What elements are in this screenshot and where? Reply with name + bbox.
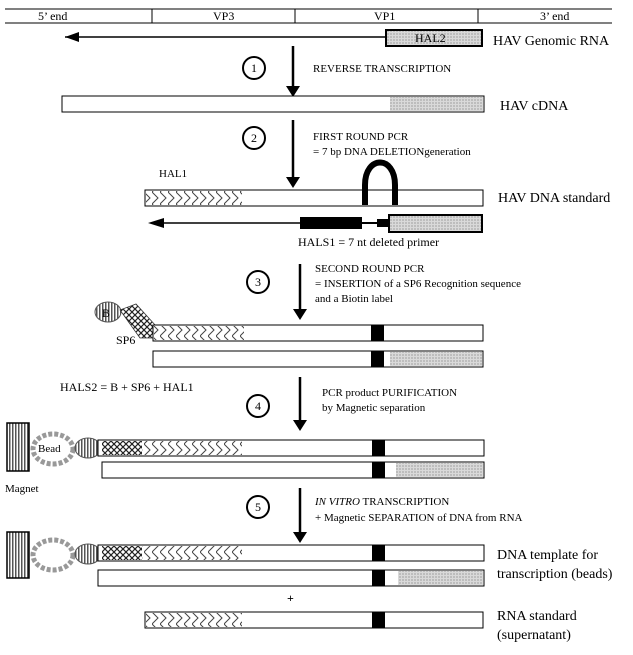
hav-cdna: HAV cDNA <box>61 95 569 114</box>
dna-template-label-line-2: transcription (beads) <box>497 567 613 582</box>
step-2-line-2: = 7 bp DNA DELETIONgeneration <box>313 146 471 158</box>
genome-3-end-label: 3’ end <box>540 9 569 23</box>
step3-products: B SP6 HALS2 = B + SP6 + HAL1 <box>60 301 484 394</box>
step-3-line-2: = INSERTION of a SP6 Recognition sequenc… <box>315 278 521 290</box>
step4-products: Magnet Bead <box>5 422 485 495</box>
step-3-badge <box>246 270 270 294</box>
step-badges: 1 2 3 4 5 <box>242 56 270 519</box>
step-1-badge <box>242 56 266 80</box>
step-5-number: 5 <box>255 500 261 514</box>
step-2-number: 2 <box>251 131 257 145</box>
hav-dna-standard: HAL1 HAV DNA standard HALS1 = 7 nt delet… <box>144 159 610 249</box>
step-2-text: FIRST ROUND PCR = 7 bp DNA DELETIONgener… <box>313 131 471 158</box>
step-1-line-1: REVERSE TRANSCRIPTION <box>313 63 451 75</box>
step-4-line-2: by Magnetic separation <box>322 402 426 414</box>
step-5-text: IN VITRO TRANSCRIPTION + Magnetic SEPARA… <box>314 496 523 524</box>
hals1-label: HALS1 = 7 nt deleted primer <box>298 235 439 249</box>
step-4-number: 4 <box>255 399 261 413</box>
hal1-label: HAL1 <box>159 168 187 180</box>
step-5-line-2: + Magnetic SEPARATION of DNA from RNA <box>315 512 523 524</box>
step-1-text: REVERSE TRANSCRIPTION <box>313 63 451 75</box>
step-1-number: 1 <box>251 61 257 75</box>
rna-standard-label-line-1: RNA standard <box>497 609 577 624</box>
step-5-line-1: IN VITRO TRANSCRIPTION <box>314 496 449 508</box>
step-3-text: SECOND ROUND PCR = INSERTION of a SP6 Re… <box>315 263 521 305</box>
dna-template-label-line-1: DNA template for <box>497 548 598 563</box>
genome-vp3-label: VP3 <box>213 9 234 23</box>
magnet-label: Magnet <box>5 483 39 495</box>
genomic-rna-label: HAV Genomic RNA <box>493 34 610 49</box>
flow-arrows <box>286 46 307 543</box>
step-5-rest: TRANSCRIPTION <box>360 496 449 508</box>
genome-vp1-label: VP1 <box>374 9 395 23</box>
step-3-line-3: and a Biotin label <box>315 293 393 305</box>
hal2-primer-label: HAL2 <box>415 31 446 45</box>
dna-standard-label: HAV DNA standard <box>498 191 610 206</box>
step-3-line-1: SECOND ROUND PCR <box>315 263 425 275</box>
magnet-shape <box>6 422 30 472</box>
rna-standard-label-line-2: (supernatant) <box>497 628 571 643</box>
step-4-text: PCR product PURIFICATION by Magnetic sep… <box>322 387 457 414</box>
step5-products: DNA template for transcription (beads) +… <box>6 531 613 643</box>
step-2-line-1: FIRST ROUND PCR <box>313 131 409 143</box>
bead-label: Bead <box>38 443 61 455</box>
sp6-label: SP6 <box>116 333 135 347</box>
step-5-badge <box>246 495 270 519</box>
cdna-label: HAV cDNA <box>500 99 569 114</box>
genomic-rna: HAL2 HAV Genomic RNA <box>65 29 610 49</box>
step-5-italic-part: IN VITRO <box>314 496 360 508</box>
plus-sign: + <box>287 591 294 605</box>
step-3-number: 3 <box>255 275 261 289</box>
step-4-line-1: PCR product PURIFICATION <box>322 387 457 399</box>
biotin-label: B <box>102 306 110 320</box>
hals2-label: HALS2 = B + SP6 + HAL1 <box>60 380 194 394</box>
genome-map: 5’ end VP3 VP1 3’ end <box>5 8 612 24</box>
step-4-badge <box>246 394 270 418</box>
genome-5-end-label: 5’ end <box>38 9 67 23</box>
step-2-badge <box>242 126 266 150</box>
